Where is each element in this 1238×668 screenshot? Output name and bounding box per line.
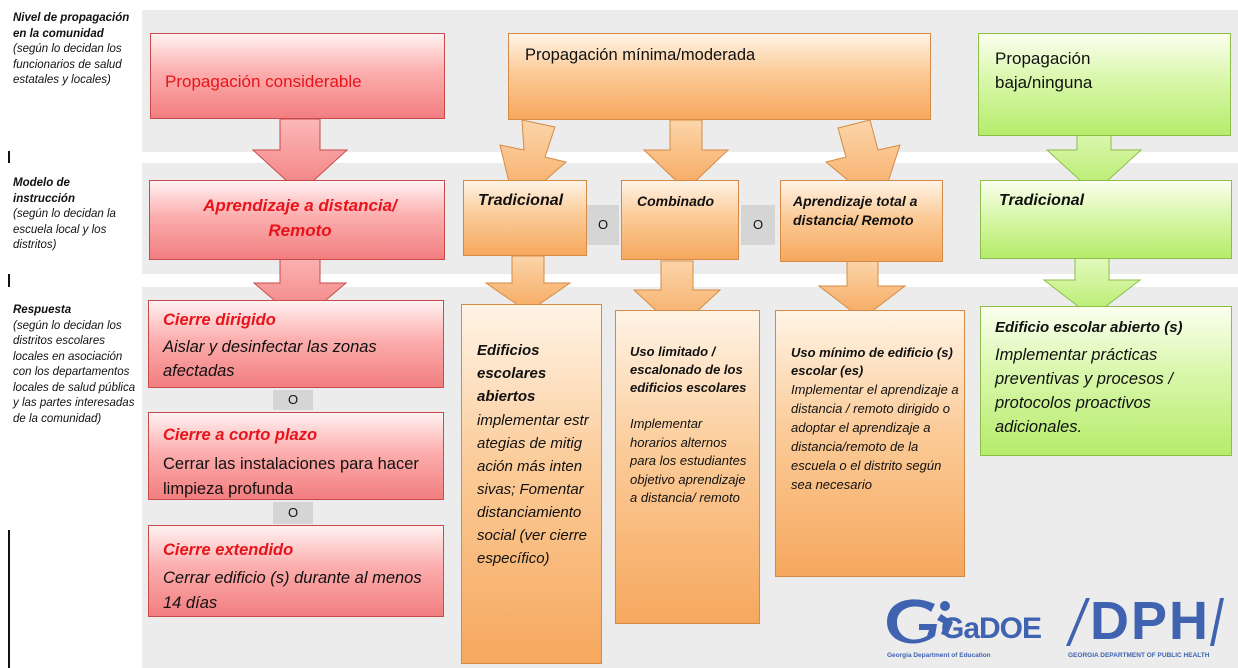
row-label-model-subtitle: (según lo decidan la escuela local y los… (13, 208, 116, 251)
row-label-response: Respuesta (según lo decidan los distrito… (13, 303, 138, 427)
response-open-box: Edificios escolares abiertos implementar… (461, 304, 602, 664)
level-moderate-text: Propagación mínima/moderada (525, 46, 756, 64)
row-label-model-title: Modelo de instrucción (13, 177, 75, 205)
level-low-box: Propagación baja/ninguna (978, 33, 1231, 136)
arrow-orange-top-mid (642, 119, 730, 191)
response-minimal-box: Uso mínimo de edificio (s) escolar (es) … (775, 310, 965, 577)
response-extended-body: Cerrar edificio (s) durante al menos 14 … (163, 569, 422, 612)
level-considerable-text: Propagación considerable (165, 72, 362, 91)
gadoe-logo-caption: Georgia Department of Education (887, 652, 991, 659)
arrow-orange-bottom-1 (484, 255, 572, 313)
level-moderate-box: Propagación mínima/moderada (508, 33, 931, 120)
level-low-text: Propagación baja/ninguna (995, 49, 1093, 92)
dph-logo-caption: GEORGIA DEPARTMENT OF PUBLIC HEALTH (1068, 652, 1210, 659)
model-traditional-text: Tradicional (478, 192, 564, 209)
row-label-level: Nivel de propagación en la comunidad (se… (13, 11, 141, 89)
row-label-level-subtitle: (según lo decidan los funcionarios de sa… (13, 43, 122, 86)
response-short-title: Cierre a corto plazo (163, 426, 318, 444)
response-minimal-body: Implementar el aprendizaje a distancia /… (791, 382, 959, 492)
or-label-model-1: O (587, 205, 619, 245)
arrow-red-1 (251, 118, 349, 194)
model-combined-box: Combinado (621, 180, 739, 260)
response-limited-body: Implementar horarios alternos para los e… (630, 416, 747, 505)
divider-tick (8, 274, 10, 287)
divider-tick (8, 151, 10, 163)
dph-logo-text: DPH (1090, 591, 1211, 651)
row-label-response-title: Respuesta (13, 304, 72, 316)
model-remote-text: Aprendizaje a distancia/ Remoto (203, 196, 397, 240)
response-targeted-box: Cierre dirigido Aislar y desinfectar las… (148, 300, 444, 388)
model-full-remote-text: Aprendizaje total a distancia/ Remoto (793, 193, 918, 228)
gadoe-logo-text: GaDOE (941, 612, 1042, 645)
model-combined-text: Combinado (637, 193, 714, 209)
row-label-model: Modelo de instrucción (según lo decidan … (13, 176, 135, 254)
response-targeted-body: Aislar y desinfectar las zonas afectadas (163, 338, 377, 380)
model-remote-box: Aprendizaje a distancia/ Remoto (149, 180, 445, 260)
level-considerable-box: Propagación considerable (150, 33, 445, 119)
response-minimal-title: Uso mínimo de edificio (s) escolar (es) (791, 345, 953, 378)
response-low-open-box: Edificio escolar abierto (s) Implementar… (980, 306, 1232, 456)
response-targeted-title: Cierre dirigido (163, 311, 276, 329)
response-open-title: Edificios escolares abiertos (477, 342, 547, 405)
response-low-open-title: Edificio escolar abierto (s) (995, 319, 1183, 336)
gadoe-logo: GaDOE Georgia Department of Education (883, 592, 1053, 662)
or-label-response-2: O (273, 502, 313, 524)
response-short-body: Cerrar las instalaciones para hacer limp… (163, 455, 419, 498)
dph-logo: DPH GEORGIA DEPARTMENT OF PUBLIC HEALTH (1060, 591, 1230, 662)
response-limited-title: Uso limitado / escalonado de los edifici… (630, 344, 747, 395)
or-label-model-2: O (741, 205, 775, 245)
row-label-level-title: Nivel de propagación en la comunidad (13, 12, 130, 40)
response-extended-box: Cierre extendido Cerrar edificio (s) dur… (148, 525, 444, 617)
arrow-orange-bottom-3 (817, 259, 907, 320)
response-short-box: Cierre a corto plazo Cerrar las instalac… (148, 412, 444, 500)
model-traditional-low-text: Tradicional (999, 192, 1085, 209)
response-open-body: implementar estrategias de mitigación má… (477, 412, 589, 567)
response-extended-title: Cierre extendido (163, 541, 294, 559)
or-label-response-1: O (273, 390, 313, 410)
divider-tick (8, 530, 10, 668)
dph-emblem (1066, 598, 1224, 646)
model-full-remote-box: Aprendizaje total a distancia/ Remoto (780, 180, 943, 262)
response-low-open-body: Implementar prácticas preventivas y proc… (995, 346, 1173, 436)
gadoe-emblem (887, 599, 953, 644)
response-limited-box: Uso limitado / escalonado de los edifici… (615, 310, 760, 624)
model-traditional-box: Tradicional (463, 180, 587, 256)
row-label-response-subtitle: (según lo decidan los distritos escolare… (13, 319, 136, 425)
model-traditional-low-box: Tradicional (980, 180, 1232, 259)
